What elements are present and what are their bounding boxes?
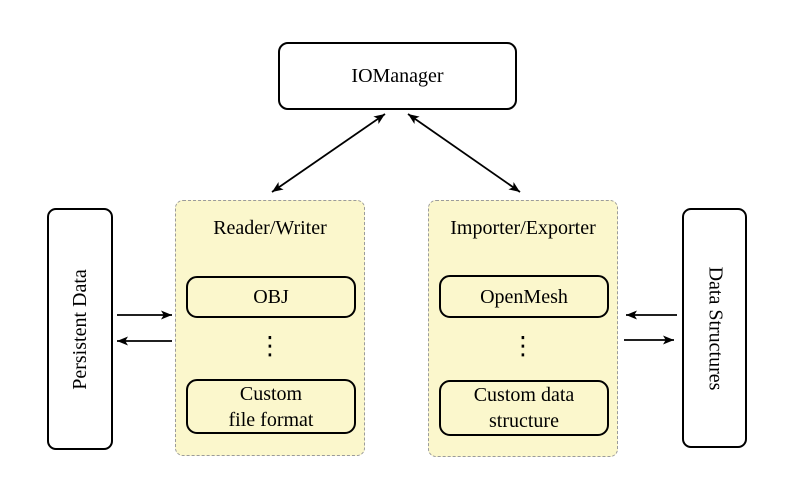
- custom-data-structure-node: Custom data structure: [439, 380, 609, 436]
- openmesh-label: OpenMesh: [480, 285, 568, 308]
- vertical-ellipsis-icon: ⋮: [510, 331, 536, 360]
- arrow-iomanager-readerwriter: [271, 113, 386, 193]
- reader-writer-group: Reader/Writer OBJ ⋮ Custom file format: [175, 200, 365, 456]
- importer-exporter-group: Importer/Exporter OpenMesh ⋮ Custom data…: [428, 200, 618, 457]
- custom-data-structure-line1: Custom data: [473, 384, 575, 406]
- arrow-iomanager-importerexporter: [407, 113, 521, 193]
- iomanager-node: IOManager: [278, 42, 517, 110]
- obj-node: OBJ: [186, 276, 356, 318]
- obj-label: OBJ: [253, 286, 289, 308]
- custom-data-structure-line2: structure: [489, 410, 559, 432]
- custom-file-format-line1: Custom: [239, 382, 303, 405]
- data-structures-label: Data Structures: [704, 266, 727, 390]
- openmesh-node: OpenMesh: [439, 275, 609, 318]
- persistent-data-node: Persistent Data: [47, 208, 113, 450]
- vertical-ellipsis-icon: ⋮: [257, 331, 283, 360]
- importer-exporter-title: Importer/Exporter: [450, 217, 596, 239]
- custom-file-format-node: Custom file format: [186, 379, 356, 434]
- data-structures-node: Data Structures: [682, 208, 747, 448]
- persistent-data-label: Persistent Data: [68, 268, 91, 390]
- reader-writer-title: Reader/Writer: [213, 217, 327, 239]
- custom-file-format-line2: file format: [228, 408, 314, 431]
- iomanager-label: IOManager: [351, 64, 444, 87]
